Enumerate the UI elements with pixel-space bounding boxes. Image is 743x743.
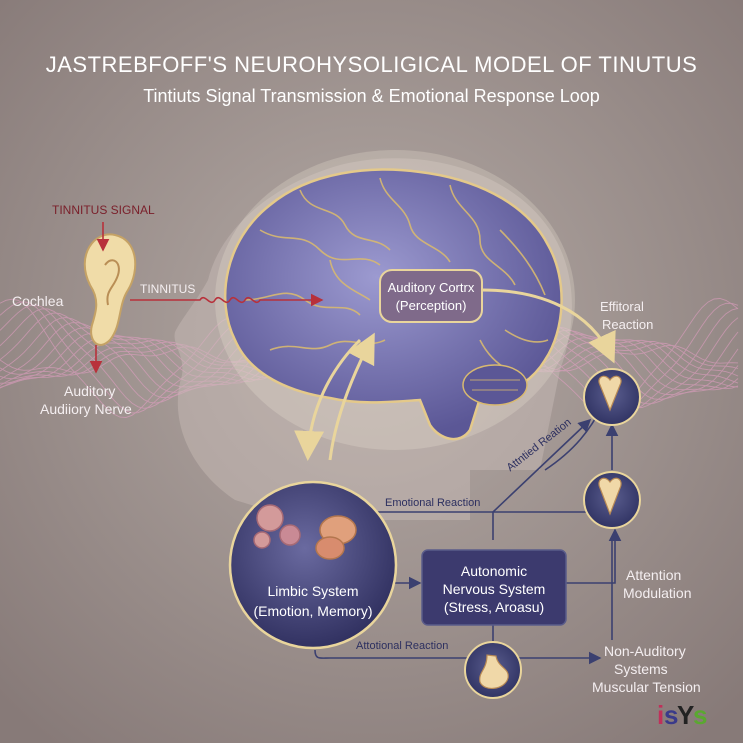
heart-icon: [583, 368, 641, 426]
cortex-to-emotion-arrow: [481, 288, 616, 364]
auditory-nerve-label-2: Audiiory Nerve: [40, 401, 132, 417]
autonomic-label-2: Nervous System: [442, 581, 546, 597]
page-subtitle: Tintiuts Signal Transmission & Emotional…: [143, 86, 600, 106]
non-auditory-label-3: Muscular Tension: [592, 679, 701, 695]
non-auditory-label-1: Non-Auditory: [604, 643, 686, 659]
attotional-reaction-line: [314, 649, 602, 665]
effitoral-label-1: Effitoral: [600, 299, 644, 314]
stomach-icon: [464, 641, 522, 699]
autonomic-label-3: (Stress, Aroasu): [443, 599, 545, 615]
emotional-reaction-label: Emotional Reaction: [385, 497, 481, 509]
tinnitus-signal-label: TINNITUS SIGNAL: [52, 203, 155, 217]
svg-text:i: i: [657, 700, 664, 730]
svg-text:Y: Y: [677, 700, 694, 730]
attention-label-2: Modulation: [623, 585, 692, 601]
limbic-label-1: Limbic System: [267, 583, 359, 599]
effitoral-label-2: Reaction: [602, 317, 654, 332]
attention-label-1: Attention: [626, 567, 682, 583]
ans-to-right-line: [566, 528, 622, 584]
auditory-cortex-box: [379, 269, 483, 323]
attended-reaction-arrow: [492, 418, 592, 513]
limbic-label-2: (Emotion, Memory): [253, 603, 373, 619]
autonomic-label-1: Autonomic: [460, 563, 528, 579]
auditory-nerve-label-1: Auditory: [64, 383, 116, 399]
page-title: JASTREBFOFF'S NEUROHYSOLIGICAL MODEL OF …: [45, 52, 698, 77]
cortex-label-1: Auditory Cortrx: [387, 280, 475, 295]
svg-text:s: s: [693, 700, 707, 730]
amygdala-icon: [253, 504, 357, 560]
autonomic-nervous-box: [421, 549, 567, 626]
tinnitus-path-arrow: [130, 293, 324, 307]
non-auditory-label-2: Systems: [614, 661, 668, 677]
limbic-to-cortex-arrow: [328, 332, 375, 461]
cortex-label-2: (Perception): [395, 298, 467, 313]
heart-icon-2: [583, 471, 641, 529]
isys-logo: i s Y s: [657, 700, 707, 730]
attotional-reaction-label: Attotional Reaction: [356, 640, 449, 652]
tinnitus-label: TINNITUS: [140, 282, 196, 296]
limbic-system-circle: [228, 480, 398, 650]
svg-text:s: s: [664, 700, 678, 730]
cochlea-label: Cochlea: [12, 293, 64, 309]
